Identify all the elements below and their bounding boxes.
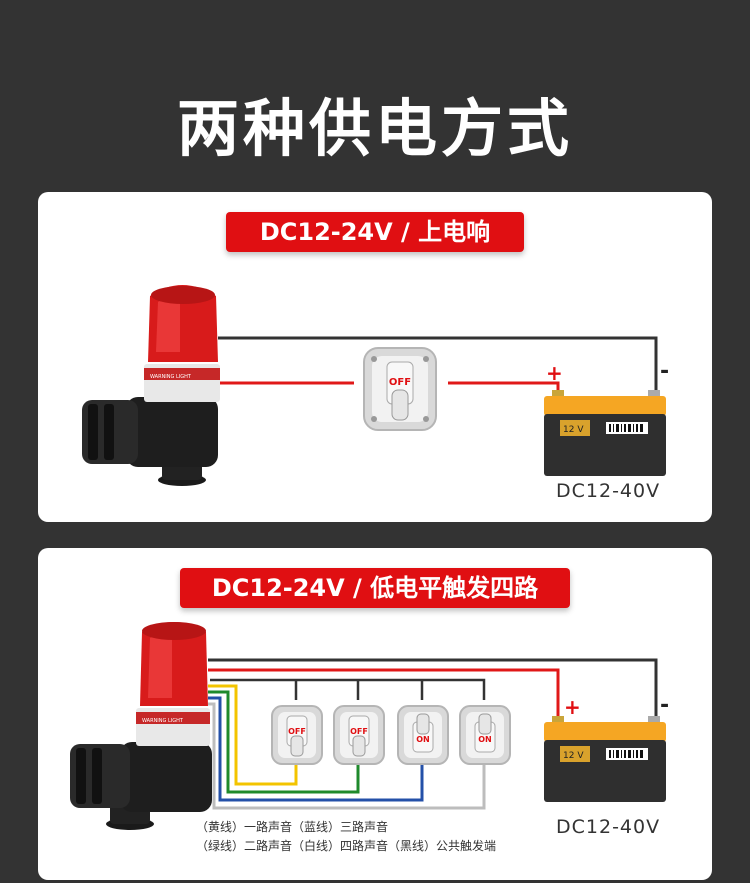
alarm-lamp-icon [70, 622, 212, 830]
red-wire-switch-battery [448, 381, 560, 394]
black-power-wire [208, 658, 658, 718]
wire-legend-line-2: （绿线）二路声音（白线）四路声音（黑线）公共触发端 [196, 839, 497, 853]
minus-sign: - [660, 359, 669, 384]
black-common-wire [210, 678, 486, 700]
power-mode-card-2: DC12-24V / 低电平触发四路 [38, 548, 712, 880]
wire-legend-line-1: （黄线）一路声音（蓝线）三路声音 [196, 820, 389, 834]
white-wire [208, 702, 486, 810]
trigger-switch-2[interactable] [333, 705, 385, 765]
switch-2-state: OFF [350, 727, 368, 736]
blue-wire [208, 696, 424, 802]
battery-voltage-label: 12 V [563, 751, 584, 761]
toggle-switch[interactable] [363, 347, 437, 431]
power-mode-card-1: DC12-24V / 上电响 WARNING LIGHT [38, 192, 712, 522]
black-wire [218, 336, 658, 392]
switch-3-state: ON [416, 735, 430, 744]
mode-banner-1: DC12-24V / 上电响 [226, 212, 524, 252]
voltage-label-1: DC12-40V [556, 480, 661, 502]
alarm-lamp-icon [82, 285, 220, 486]
battery-icon [544, 716, 666, 802]
yellow-wire [208, 684, 298, 786]
trigger-switch-4[interactable] [459, 705, 511, 765]
switch-4-state: ON [478, 735, 492, 744]
wiring-diagram-2: WARNING LIGHT OFF OFF ON O [70, 622, 669, 830]
battery-icon [544, 390, 666, 476]
lamp-label: WARNING LIGHT [150, 374, 192, 380]
plus-sign: + [546, 361, 563, 385]
minus-sign: - [660, 693, 669, 718]
page-title: 两种供电方式 [176, 92, 573, 165]
trigger-switch-1[interactable] [271, 705, 323, 765]
mode-banner-2: DC12-24V / 低电平触发四路 [180, 568, 570, 608]
lamp-label: WARNING LIGHT [142, 718, 184, 724]
voltage-label-2: DC12-40V [556, 816, 661, 838]
red-power-wire [208, 668, 560, 720]
battery-voltage-label: 12 V [563, 425, 584, 435]
green-wire [208, 690, 360, 794]
switch-state-label: OFF [389, 377, 411, 388]
switch-1-state: OFF [288, 727, 306, 736]
plus-sign: + [564, 695, 581, 719]
trigger-switch-3[interactable] [397, 705, 449, 765]
wiring-diagram-1: WARNING LIGHT OFF 12 V [82, 285, 669, 486]
